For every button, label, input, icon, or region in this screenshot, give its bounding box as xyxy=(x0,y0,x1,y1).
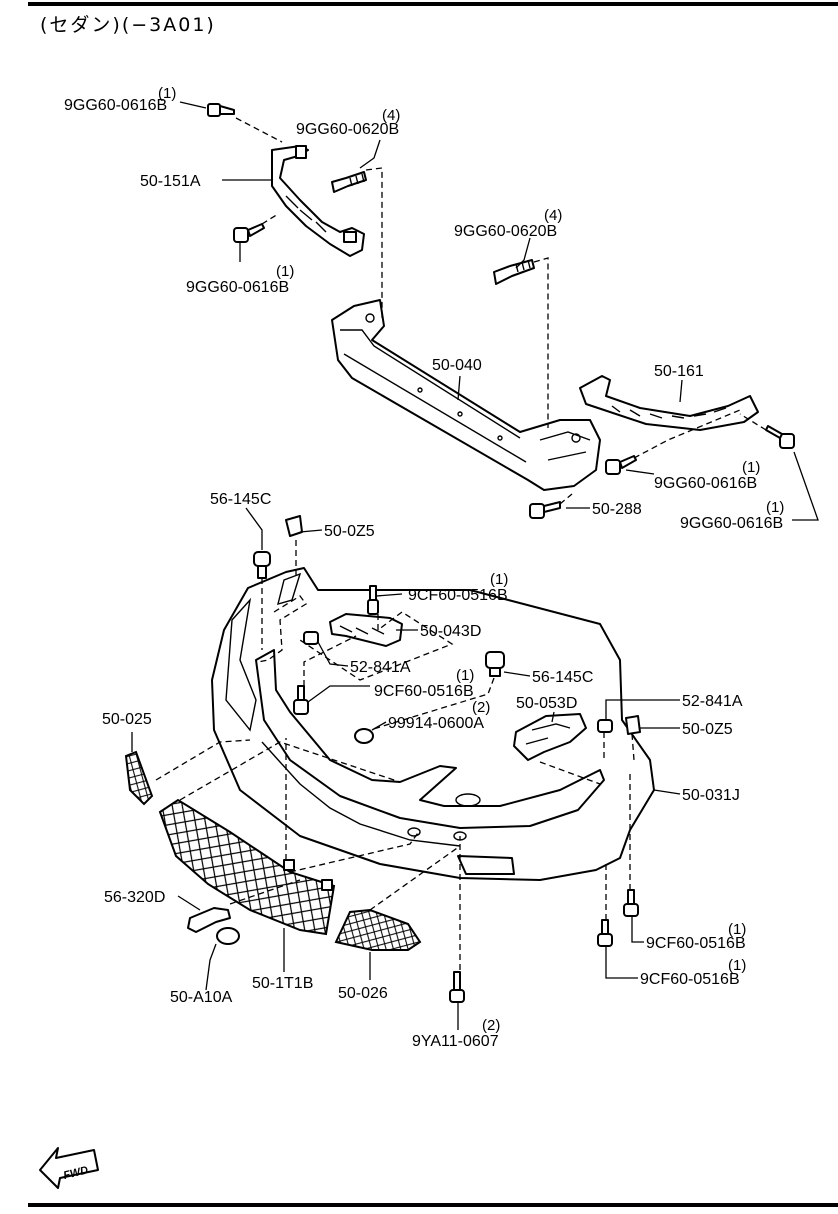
callout-part: 9CF60-0516B xyxy=(646,935,746,952)
callout-part: 50-0Z5 xyxy=(324,523,375,540)
clip-50-A10A xyxy=(216,927,240,945)
assembly-guides xyxy=(155,117,767,970)
bracket-50-053D xyxy=(513,713,587,761)
screw-9CF60-left xyxy=(293,685,309,715)
callout-part: 50-151A xyxy=(140,173,201,190)
callout-qty: (1) xyxy=(158,85,176,102)
callout-part: 9GG60-0616B xyxy=(654,475,757,492)
callout-qty: (4) xyxy=(382,107,400,124)
callout-qty: (1) xyxy=(456,667,474,684)
right-bracket xyxy=(579,375,759,431)
callout-part: 52-841A xyxy=(682,693,743,710)
nut-52-841A-right xyxy=(597,719,613,733)
clip-50-0Z5-left xyxy=(285,515,303,537)
screw-9YA11 xyxy=(449,971,465,1003)
callout-part: 50-A10A xyxy=(170,989,233,1006)
callout-part: 50-288 xyxy=(592,501,642,518)
callout-part: 9GG60-0616B xyxy=(680,515,783,532)
fog-lamp-cover xyxy=(334,908,422,951)
callout-part: 9GG60-0616B xyxy=(186,279,289,296)
bolt-upper-long xyxy=(331,171,367,193)
callout-part: 50-161 xyxy=(654,363,704,380)
callout-qty: (1) xyxy=(276,263,294,280)
callout-part: 99914-0600A xyxy=(388,715,484,732)
bolt-top-left xyxy=(207,103,235,117)
callout-part: 50-043D xyxy=(420,623,481,640)
callout-part: 52-841A xyxy=(350,659,411,676)
callout-part: 50-0Z5 xyxy=(682,721,733,738)
clip-50-0Z5-right xyxy=(625,715,641,735)
callout-part: 56-320D xyxy=(104,889,165,906)
callout-part: 56-145C xyxy=(532,669,593,686)
callout-qty: (2) xyxy=(482,1017,500,1034)
clip-56-145C-left xyxy=(253,551,271,579)
callout-part: 56-145C xyxy=(210,491,271,508)
callout-qty: (2) xyxy=(472,699,490,716)
callout-part: 9GG60-0616B xyxy=(64,97,167,114)
fwd-label: FWD xyxy=(62,1164,89,1182)
leader-lines xyxy=(131,101,819,1030)
clip-56-145C-right xyxy=(485,651,505,677)
diagram-caption: (セダン)(−3A01) xyxy=(40,14,216,36)
screw-9CF60-lower-a xyxy=(623,889,639,917)
callout-part: 50-1T1B xyxy=(252,975,313,992)
bottom-rule xyxy=(28,1203,838,1207)
bolt-left-nut xyxy=(233,223,265,243)
callout-part: 9CF60-0516B xyxy=(374,683,474,700)
callout-qty: (1) xyxy=(766,499,784,516)
callout-part: 9CF60-0516B xyxy=(640,971,740,988)
callout-part: 50-026 xyxy=(338,985,388,1002)
callout-part: 50-031J xyxy=(682,787,740,804)
nut-52-841A-left xyxy=(303,631,319,645)
callout-part: 9YA11-0607 xyxy=(412,1033,499,1050)
callout-labels: (1) 9GG60-0616B (4) 9GG60-0620B 50-151A … xyxy=(64,85,784,1050)
callout-part: 50-025 xyxy=(102,711,152,728)
bolt-right-1 xyxy=(605,455,637,475)
bracket-50-043D xyxy=(329,613,403,647)
bolt-mid-long xyxy=(493,259,535,285)
bolt-right-2 xyxy=(765,425,795,449)
callout-qty: (1) xyxy=(742,459,760,476)
fwd-arrow-icon: FWD xyxy=(39,1147,99,1189)
side-reflector xyxy=(124,750,154,806)
upper-left-bracket xyxy=(271,145,365,257)
clip-99914 xyxy=(354,728,374,744)
callout-part: 9CF60-0516B xyxy=(408,587,508,604)
top-rule xyxy=(28,2,838,6)
callout-qty: (1) xyxy=(728,957,746,974)
callout-qty: (4) xyxy=(544,207,562,224)
callout-qty: (1) xyxy=(490,571,508,588)
callout-part: 50-053D xyxy=(516,695,577,712)
pin-56-320D xyxy=(187,907,231,933)
front-bumper-cover xyxy=(211,567,655,881)
lower-grille xyxy=(158,798,336,936)
callout-part: 9GG60-0620B xyxy=(454,223,557,240)
callout-part: 9GG60-0620B xyxy=(296,121,399,138)
callout-part: 50-040 xyxy=(432,357,482,374)
screw-9CF60-lower-b xyxy=(597,919,613,947)
callout-qty: (1) xyxy=(728,921,746,938)
screw-9CF60-upper xyxy=(367,585,379,615)
bumper-reinforcement xyxy=(331,299,601,491)
bolt-50-288 xyxy=(529,501,561,519)
